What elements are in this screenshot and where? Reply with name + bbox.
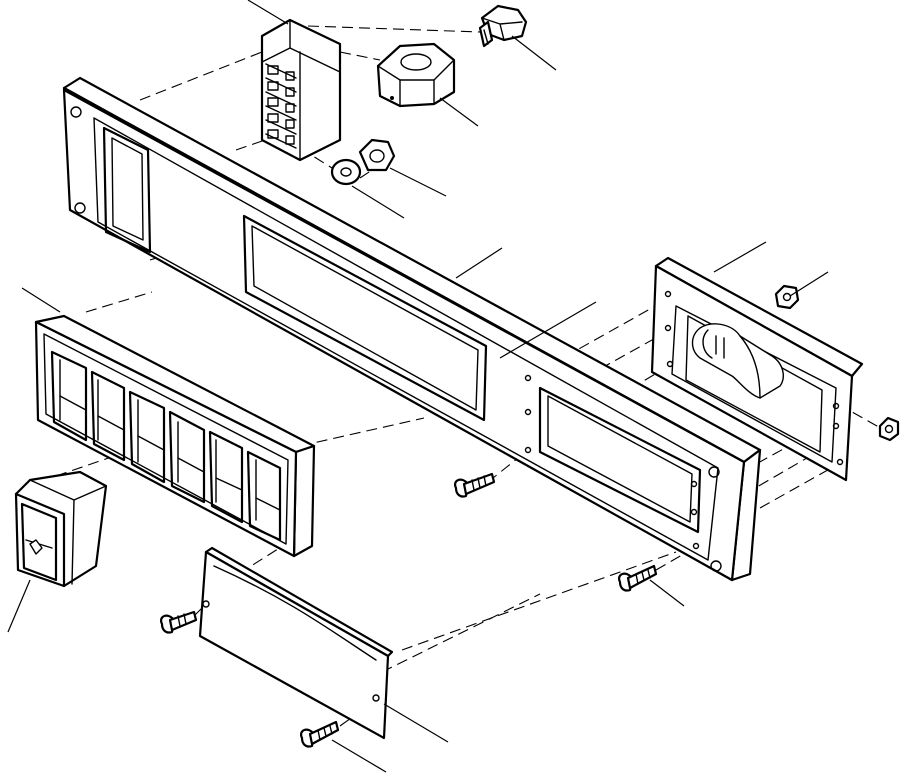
cover-plate bbox=[198, 546, 394, 740]
hex-nut-small bbox=[358, 138, 396, 172]
hex-nut-right-lower bbox=[878, 416, 900, 442]
hex-spacer bbox=[376, 42, 456, 108]
switch-housing bbox=[34, 314, 316, 558]
lamp-holder-panel bbox=[650, 256, 864, 482]
rocker-switch bbox=[14, 470, 108, 588]
main-panel bbox=[62, 76, 762, 582]
screw-cover-left bbox=[160, 610, 198, 634]
screw-right bbox=[618, 564, 658, 592]
hex-bolt bbox=[478, 4, 528, 48]
screw-centre bbox=[454, 472, 496, 498]
washer bbox=[330, 158, 362, 186]
screw-cover-bottom bbox=[300, 720, 340, 748]
leader-lines bbox=[7, 0, 829, 773]
connector-block bbox=[260, 18, 342, 162]
hex-nut-right-upper bbox=[774, 284, 800, 310]
